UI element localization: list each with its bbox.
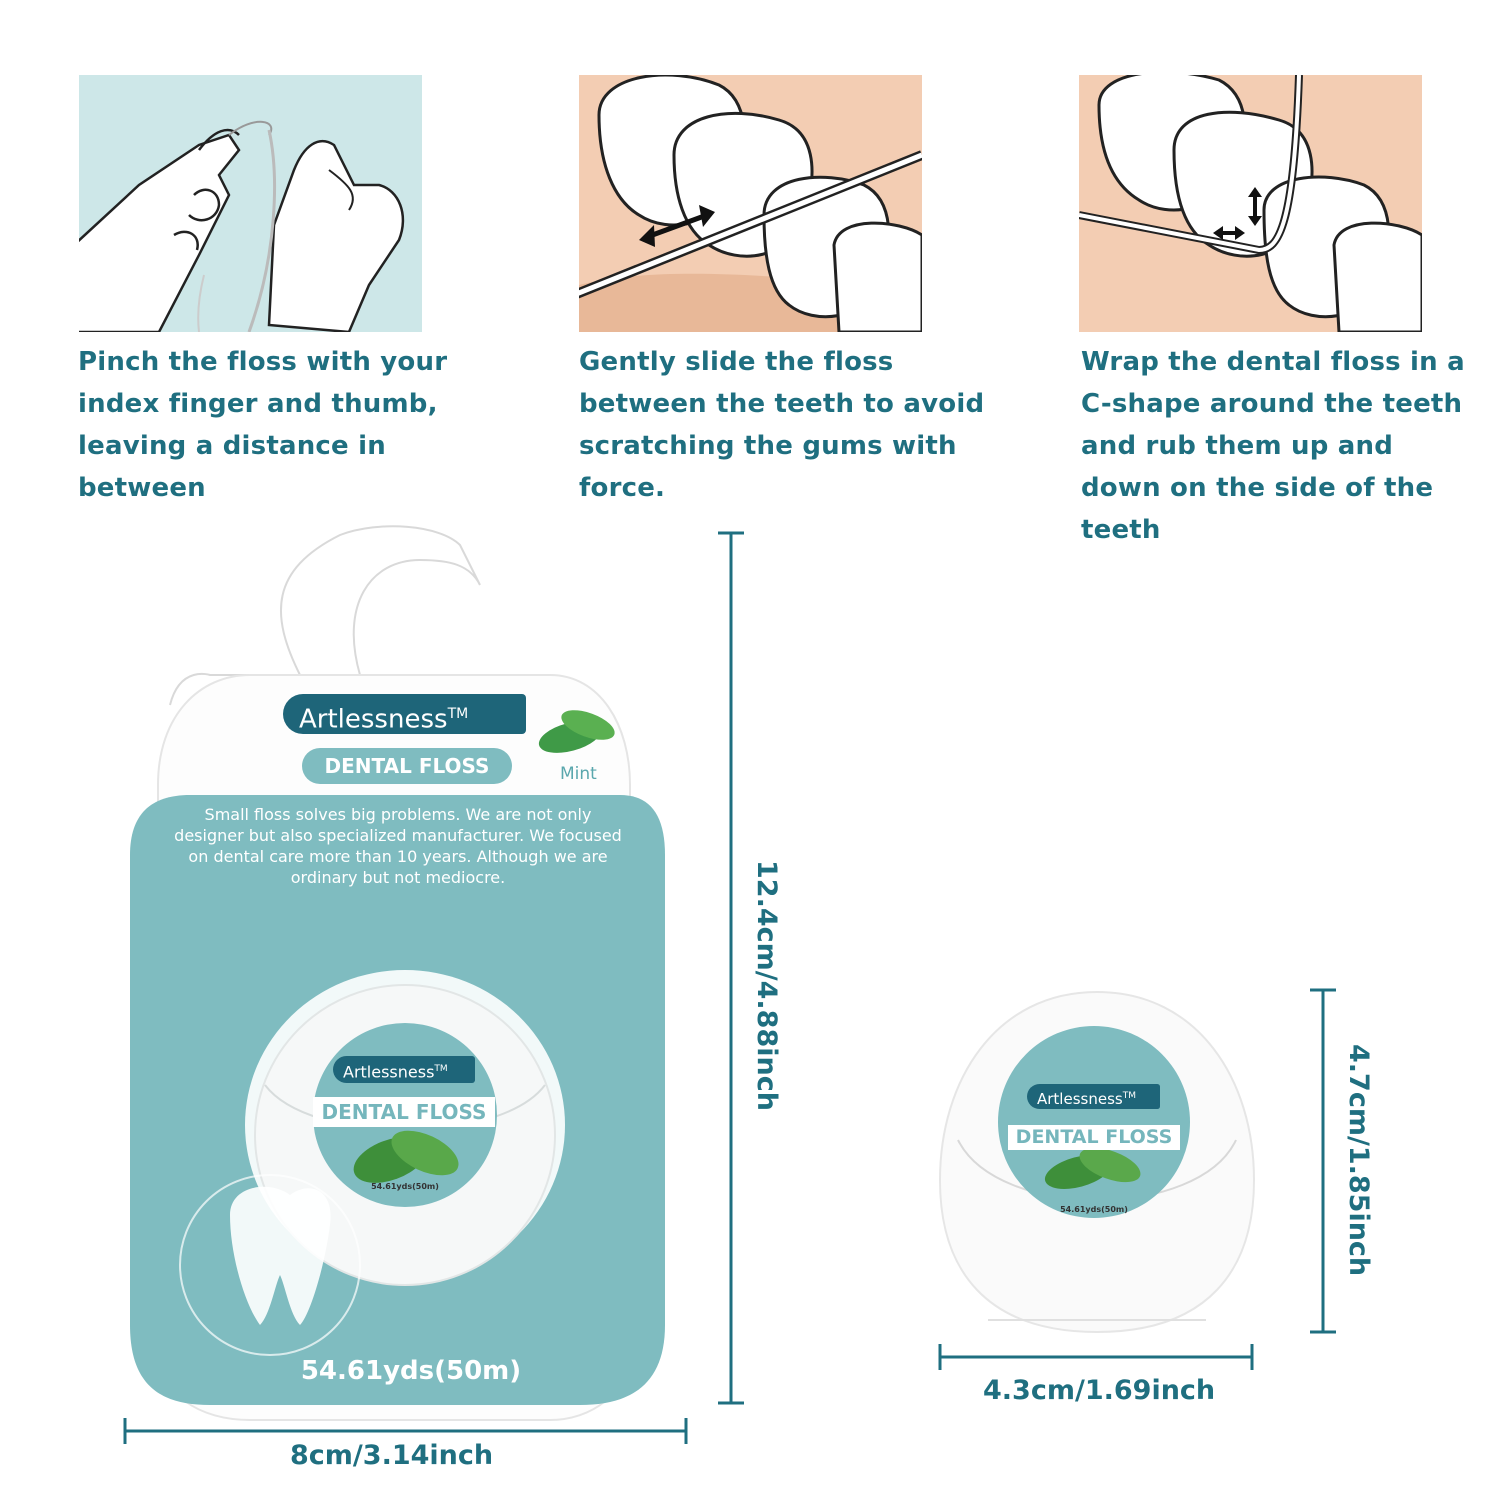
package-height-label: 12.4cm/4.88inch: [751, 860, 782, 1111]
floss-dispenser-illustration: [938, 990, 1256, 1334]
step-1-text: Pinch the floss with your index finger a…: [78, 347, 448, 503]
package-description: Small floss solves big problems. We are …: [174, 805, 622, 887]
package-width-label: 8cm/3.14inch: [290, 1440, 494, 1471]
package-dispenser-brand: ArtlessnessTM: [333, 1056, 475, 1083]
dispenser-product: DENTAL FLOSS: [1008, 1125, 1180, 1150]
floss-sliding-between-teeth-icon: [579, 75, 922, 332]
step-1-illustration: [79, 75, 422, 332]
package-length: 54.61yds(50m): [300, 1356, 522, 1386]
step-3-text: Wrap the dental floss in a C-shape aroun…: [1081, 347, 1465, 545]
step-3-illustration: [1079, 75, 1422, 332]
package-brand-label: ArtlessnessTM: [283, 694, 526, 735]
dispenser-height-label: 4.7cm/1.85inch: [1343, 1044, 1374, 1277]
package-dispenser-length: 54.61yds(50m): [371, 1182, 439, 1191]
dispenser-width-label: 4.3cm/1.69inch: [983, 1375, 1216, 1406]
package-product-label: DENTAL FLOSS: [302, 748, 512, 784]
flavor-label: Mint: [560, 764, 597, 784]
dispenser-brand: ArtlessnessTM: [1027, 1084, 1160, 1109]
hands-pinching-floss-icon: [79, 75, 422, 332]
floss-c-shape-around-tooth-icon: [1079, 75, 1422, 332]
step-2-text: Gently slide the floss between the teeth…: [579, 347, 985, 503]
step-2-illustration: [579, 75, 922, 332]
package-dispenser-product: DENTAL FLOSS: [313, 1097, 495, 1127]
dispenser-length: 54.61yds(50m): [1060, 1205, 1128, 1214]
